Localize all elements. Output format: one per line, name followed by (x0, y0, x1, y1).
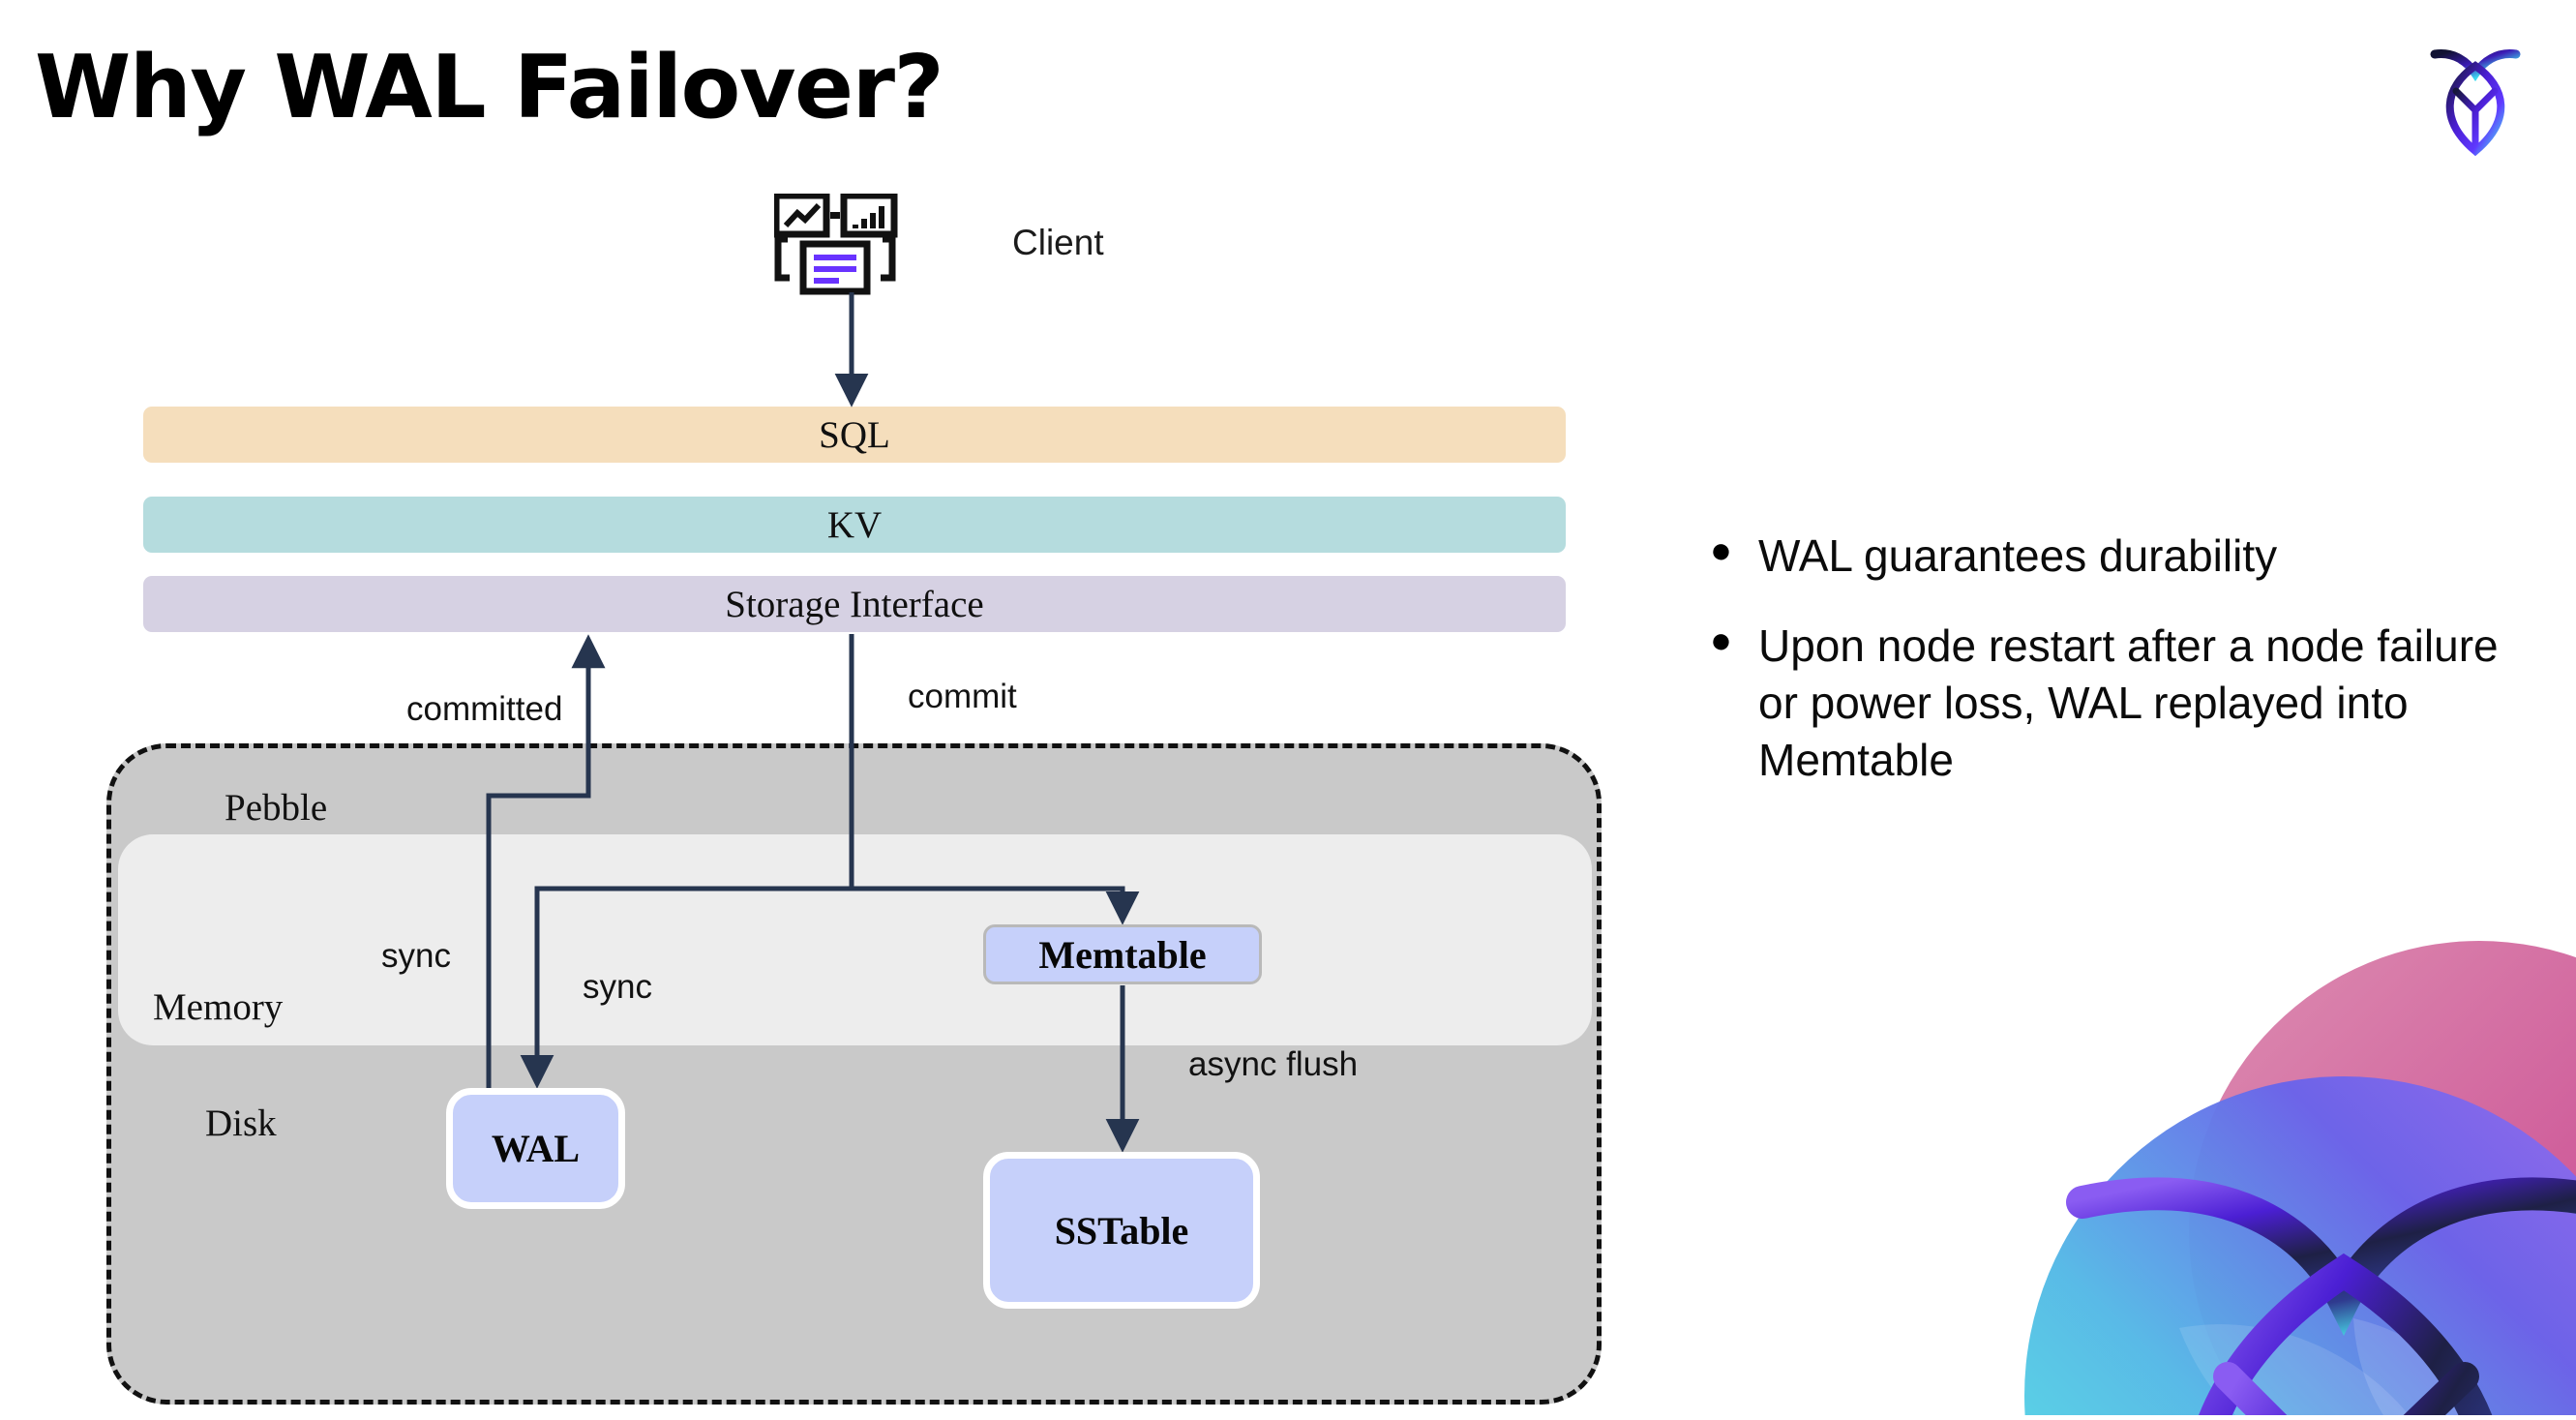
node-label-sstable: SSTable (1054, 1208, 1189, 1253)
architecture-diagram: Client SQL KV Storage Interface Pebble M… (106, 192, 1602, 1405)
node-sstable: SSTable (983, 1152, 1260, 1309)
node-label-wal: WAL (491, 1127, 581, 1170)
layer-label-kv: KV (826, 503, 883, 546)
memory-zone (118, 834, 1592, 1045)
disk-label: Disk (205, 1103, 277, 1144)
page-title: Why WAL Failover? (35, 37, 944, 138)
bullet-marker-icon: ● (1710, 530, 1732, 571)
layer-label-storage-interface: Storage Interface (725, 583, 984, 625)
layer-bar-sql: SQL (143, 407, 1566, 463)
bullet-marker-icon: ● (1710, 619, 1732, 661)
memory-label: Memory (153, 986, 284, 1028)
layer-label-sql: SQL (819, 413, 890, 456)
bullet-text: Upon node restart after a node failure o… (1758, 619, 2499, 785)
node-memtable: Memtable (983, 924, 1262, 984)
list-item: ● WAL guarantees durability (1698, 528, 2511, 585)
layer-bar-kv: KV (143, 497, 1566, 553)
edge-label-commit: commit (908, 678, 1017, 715)
edge-label-sync-1: sync (381, 937, 451, 975)
edge-label-sync-2: sync (583, 968, 652, 1006)
bullet-text: WAL guarantees durability (1758, 530, 2278, 581)
client-dashboard-icon (772, 192, 929, 310)
layer-bar-storage-interface: Storage Interface (143, 576, 1566, 632)
client-label: Client (1012, 223, 1104, 262)
node-wal: WAL (446, 1088, 625, 1209)
bullet-list: ● WAL guarantees durability ● Upon node … (1698, 528, 2511, 822)
cockroachdb-circles-artwork (1937, 912, 2576, 1415)
edge-label-committed: committed (406, 690, 563, 728)
list-item: ● Upon node restart after a node failure… (1698, 618, 2511, 789)
cockroachdb-logo (2398, 27, 2553, 163)
pebble-label: Pebble (225, 787, 328, 829)
node-label-memtable: Memtable (1038, 932, 1207, 977)
edge-label-async-flush: async flush (1188, 1045, 1359, 1083)
